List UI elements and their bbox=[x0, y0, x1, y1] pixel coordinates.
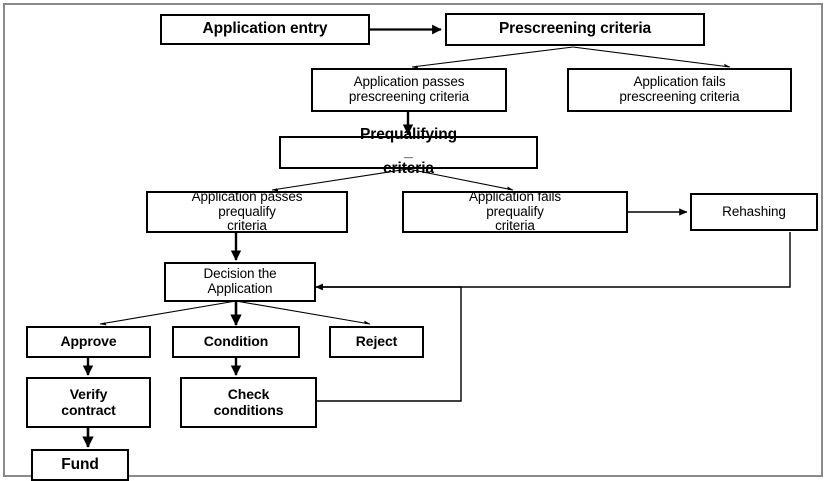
node-passes-prescreening-line2: prescreening criteria bbox=[348, 89, 470, 104]
node-verify-contract-line2: contract bbox=[61, 401, 116, 418]
node-prequalifying-criteria-separator: _ bbox=[404, 143, 413, 161]
node-application-entry-label: Application entry bbox=[202, 20, 328, 38]
node-passes-prescreening-line1: Application passes bbox=[353, 74, 465, 90]
node-condition[interactable]: Condition bbox=[172, 326, 300, 358]
node-fails-prescreening[interactable]: Application fails prescreening criteria bbox=[567, 68, 792, 112]
node-passes-prequalify-line1: Application passes bbox=[191, 189, 303, 205]
node-fails-prequalify-line2b: criteria bbox=[495, 218, 535, 234]
node-decision-application-line1: Decision the bbox=[203, 266, 277, 282]
node-fund[interactable]: Fund bbox=[31, 449, 129, 481]
edge-decision-to-reject bbox=[235, 300, 371, 325]
node-prequalifying-criteria[interactable]: Prequalifying_criteria bbox=[279, 127, 538, 177]
node-approve-label: Approve bbox=[60, 333, 117, 350]
node-decision-application[interactable]: Decision the Application bbox=[164, 262, 316, 302]
node-fails-prescreening-line2: prescreening criteria bbox=[619, 89, 740, 104]
node-condition-label: Condition bbox=[203, 333, 269, 350]
node-verify-contract[interactable]: Verify contract bbox=[26, 377, 151, 428]
edge-prescreening-to-passes bbox=[411, 46, 574, 69]
edge-decision-to-approve bbox=[99, 300, 237, 326]
node-reject-label: Reject bbox=[355, 333, 398, 350]
edge-prequalifying-to-passes bbox=[271, 168, 409, 192]
node-check-conditions-line2: conditions bbox=[213, 401, 284, 418]
node-fund-label: Fund bbox=[61, 455, 99, 473]
edge-rehashing-to-decision bbox=[315, 232, 791, 291]
node-fails-prequalify-line2a: prequalify bbox=[486, 203, 544, 219]
node-prequalifying-criteria-line1: Prequalifying bbox=[360, 126, 457, 144]
edge-prequalifying-to-fails bbox=[407, 168, 514, 191]
node-passes-prescreening[interactable]: Application passes prescreening criteria bbox=[311, 68, 507, 112]
node-rehashing-label: Rehashing bbox=[722, 203, 786, 219]
node-application-entry[interactable]: Application entry bbox=[160, 14, 370, 45]
node-decision-application-line2: Application bbox=[207, 281, 273, 296]
edge-check-conditions-to-decision bbox=[315, 283, 462, 402]
node-reject[interactable]: Reject bbox=[329, 326, 424, 358]
node-passes-prequalify-line2a: prequalify bbox=[218, 203, 276, 219]
node-approve[interactable]: Approve bbox=[26, 326, 151, 358]
node-prescreening-criteria[interactable]: Prescreening criteria bbox=[445, 13, 705, 46]
node-check-conditions[interactable]: Check conditions bbox=[180, 377, 317, 428]
node-verify-contract-line1: Verify bbox=[69, 386, 108, 403]
node-prequalifying-criteria-line2: criteria bbox=[383, 159, 434, 177]
node-prescreening-criteria-label: Prescreening criteria bbox=[498, 20, 652, 38]
node-check-conditions-line1: Check bbox=[227, 386, 270, 403]
node-fails-prequalify-line1: Application fails bbox=[468, 189, 562, 205]
node-rehashing[interactable]: Rehashing bbox=[690, 193, 818, 231]
node-fails-prescreening-line1: Application fails bbox=[633, 74, 726, 90]
edge-prescreening-to-fails bbox=[572, 46, 731, 68]
node-passes-prequalify-line2b: criteria bbox=[227, 218, 267, 234]
